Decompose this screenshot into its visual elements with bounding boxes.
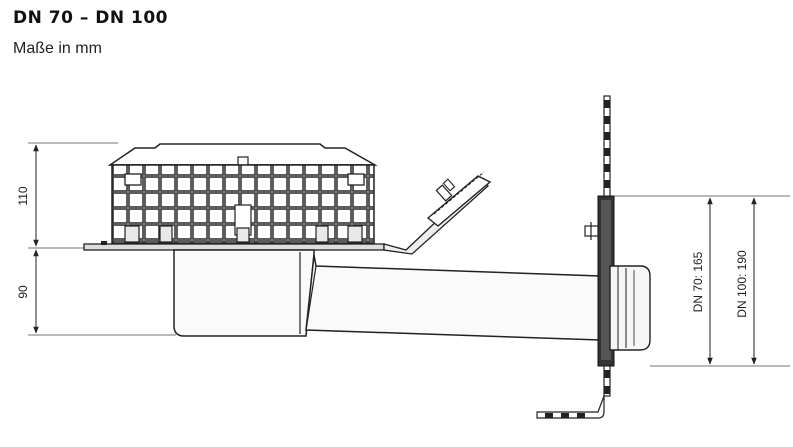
dimension-label-90: 90 [16,285,30,299]
wall-plate [584,95,615,397]
gravel-guard [107,143,378,244]
dimension-dn70: DN 70: 165 [614,195,790,367]
dimension-dn100: DN 100: 190 [735,197,757,365]
outlet-pipe [305,254,601,341]
page-title: DN 70 – DN 100 [13,8,168,28]
dimension-label-dn70: DN 70: 165 [691,251,705,312]
outlet-spigot [609,265,651,351]
dimension-110: 110 [16,142,118,249]
page-subtitle: Maße in mm [13,40,102,57]
clamping-flange [383,171,492,255]
dimension-label-110: 110 [16,186,30,205]
bottom-bracket [536,395,605,419]
drain-body [173,249,315,337]
dimension-90: 90 [16,249,176,336]
dimension-label-dn100: DN 100: 190 [735,250,749,318]
